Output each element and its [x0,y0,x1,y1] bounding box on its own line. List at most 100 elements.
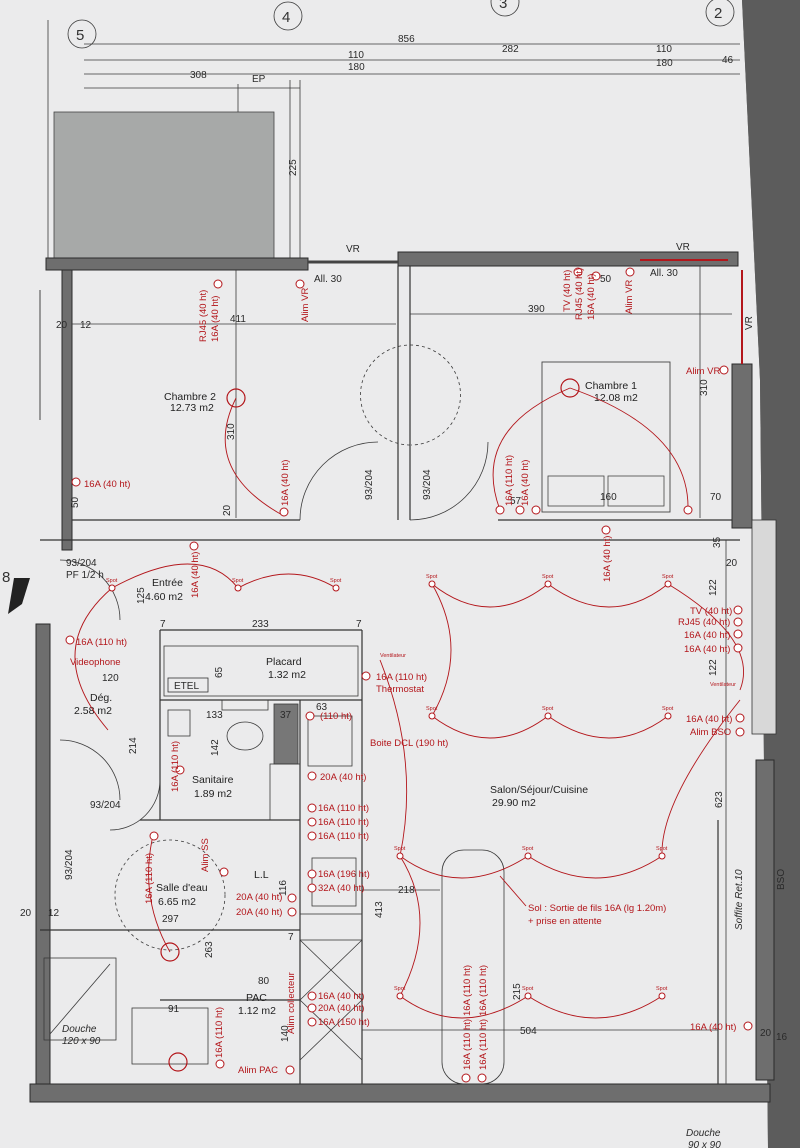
dim-20: 20 [56,320,68,331]
dim-215: 215 [512,983,523,1000]
el-sol2: + prise en attente [528,916,602,927]
el-sde-16a: 16A (110 ht) [144,853,155,904]
room-sanitaire-area: 1.89 m2 [194,788,232,800]
room-salon-name: Salon/Séjour/Cuisine [490,784,588,796]
el-tv-s: TV (40 ht) [690,606,732,617]
bed [541,361,671,513]
el-alim-vr-1: Alim VR [300,288,311,322]
room-chambre1-area: 12.08 m2 [594,392,638,404]
dim-46: 46 [722,55,734,66]
label-vr-1: VR [346,244,360,255]
el-f2: 16A (110 ht) [478,1019,489,1070]
spot-11: Spot [522,846,534,852]
dim-180b: 180 [656,58,673,69]
room-chambre2-name: Chambre 2 [164,391,216,403]
axis-2: 2 [714,5,722,22]
el-16a-s3: 16A (40 ht) [686,714,732,725]
el-p1: 16A (40 ht) [318,991,364,1002]
el-16a-2: 16A (40 ht) [586,274,597,320]
dim-50b: 50 [600,274,612,285]
el-16a-end: 16A (40 ht) [690,1022,736,1033]
el-f1: 16A (110 ht) [462,1019,473,1070]
dim-310b: 310 [699,379,710,396]
interior-dimensions: 411 390 20 12 310 310 50 50 20 93/204 93… [20,266,788,1148]
dim-122b: 122 [708,659,719,676]
room-entree-name: Entrée [152,577,183,589]
dim-297: 297 [162,914,179,925]
el-entree-16a: 16A (40 ht) [190,552,201,598]
el-p3: 16A (150 ht) [318,1017,370,1028]
el-alim-vr-3: Alim VR [686,366,720,377]
el-san-16a: 16A (110 ht) [170,741,181,792]
axis-4: 4 [282,9,290,26]
doors [59,344,489,951]
label-vr-3: VR [744,316,755,330]
dim-20b: 20 [222,504,233,516]
el-c20a: 20A (40 ht) [320,772,366,783]
dim-7a: 7 [160,619,166,630]
room-placard-name: Placard [266,656,302,668]
el-pac-16a: 16A (110 ht) [214,1007,225,1058]
dim-93204-c: 93/204 [66,558,97,569]
el-f3: 16A (110 ht) [462,965,473,1016]
el-sol1: Sol : Sortie de fils 16A (lg 1.20m) [528,903,666,914]
dim-12: 12 [80,320,92,331]
dim-80: 80 [258,976,270,987]
label-etel: ETEL [174,681,199,692]
el-c1-16a-40b: 16A (40 ht) [602,536,613,582]
el-rj45-s: RJ45 (40 ht) [678,617,730,628]
label-ll: L.L [254,869,269,881]
el-f4: 16A (110 ht) [478,965,489,1016]
label-douche-dim: 120 x 90 [62,1036,101,1047]
label-all30-b: All. 30 [650,268,678,279]
label-soffite: Soffite Ret.10 [734,869,745,930]
dim-7b: 7 [356,619,362,630]
spot-14: Spot [522,986,534,992]
el-c2-16a-b: 16A (40 ht) [280,460,291,506]
el-16a-s2: 16A (40 ht) [684,644,730,655]
dim-93204-b: 93/204 [422,469,433,500]
dim-50a: 50 [70,496,81,508]
dim-93204-d: 93/204 [90,800,121,811]
terrace-area [53,111,275,261]
room-salle-eau-area: 6.65 m2 [158,896,196,908]
label-marker-8: 8 [2,569,10,586]
el-alim-ss: Alim SS [200,838,211,872]
spot-8: Spot [542,706,554,712]
el-sde-20a2: 20A (40 ht) [236,907,282,918]
dim-37: 37 [280,710,292,721]
el-videophone: Videophone [70,657,121,668]
spot-4: Spot [426,574,438,580]
dim-140: 140 [280,1025,291,1042]
dim-120: 120 [102,673,119,684]
room-salon-area: 29.90 m2 [492,797,536,809]
el-p2: 20A (40 ht) [318,1003,364,1014]
label-vr-2: VR [676,242,690,253]
spot-9: Spot [662,706,674,712]
dim-411: 411 [230,314,246,325]
spot-labels: Spot Spot Spot Spot Spot Spot Spot Spot … [106,574,674,992]
dim-ep: EP [252,74,266,85]
label-douche: Douche [62,1024,97,1035]
dim-20d: 20 [20,908,32,919]
dim-218: 218 [398,885,415,896]
dim-110b: 110 [656,44,672,55]
dim-390: 390 [528,304,545,315]
spot-13: Spot [394,986,406,992]
el-rj45-2: RJ45 (40 ht) [574,268,585,320]
dim-65: 65 [214,666,225,678]
spot-1: Spot [106,578,118,584]
spot-10: Spot [394,846,406,852]
el-16a-1: 16A (40 ht) [210,296,221,342]
el-k2: 16A (110 ht) [318,817,369,828]
el-tv-1: TV (40 ht) [562,270,573,312]
el-k5: 32A (40 ht) [318,883,364,894]
electric-circuits [74,387,744,1019]
dim-12b: 12 [48,908,60,919]
dim-856: 856 [398,34,415,45]
room-entree-area: 4.60 m2 [145,591,183,603]
axis-markers: 5 4 3 2 [67,0,735,49]
el-sde-20a1: 20A (40 ht) [236,892,282,903]
dim-91: 91 [168,1004,180,1015]
spot-7: Spot [426,706,438,712]
